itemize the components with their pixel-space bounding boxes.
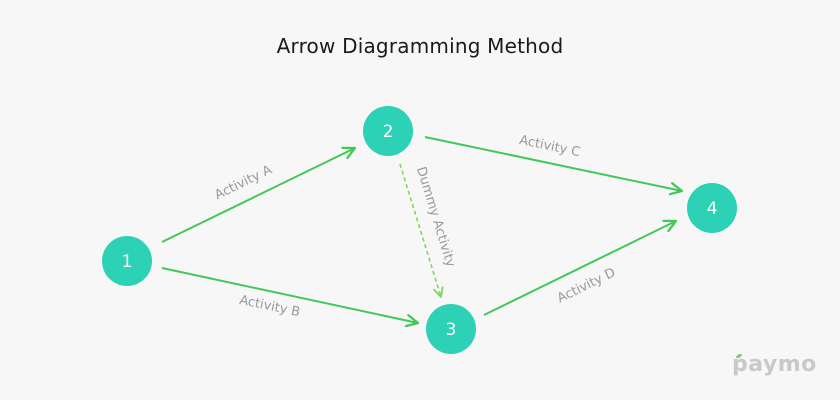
edge-label-activity-c: Activity C	[518, 133, 582, 161]
edge-label-activity-a: Activity A	[212, 163, 274, 204]
leaf-icon	[736, 354, 742, 358]
node-4-label: 4	[707, 199, 718, 219]
node-2: 2	[363, 106, 413, 156]
edge-label-activity-b: Activity B	[238, 293, 301, 320]
node-4: 4	[687, 183, 737, 233]
node-3: 3	[426, 304, 476, 354]
paymo-logo: paymo	[732, 352, 822, 382]
edge-1-3	[161, 267, 420, 328]
edge-1-2	[161, 146, 357, 243]
node-3-label: 3	[446, 320, 457, 340]
edge-3-4	[483, 219, 678, 316]
edge-label-dummy-activity: Dummy Activity	[413, 165, 458, 269]
edge-2-3-dummy	[399, 163, 444, 298]
edge-label-activity-d: Activity D	[555, 265, 618, 306]
node-2-label: 2	[383, 122, 394, 142]
node-1: 1	[102, 236, 152, 286]
node-1-label: 1	[122, 252, 133, 272]
edge-2-4	[424, 136, 684, 196]
paymo-logo-text: paymo	[732, 352, 817, 377]
diagram-title: Arrow Diagramming Method	[276, 34, 564, 58]
